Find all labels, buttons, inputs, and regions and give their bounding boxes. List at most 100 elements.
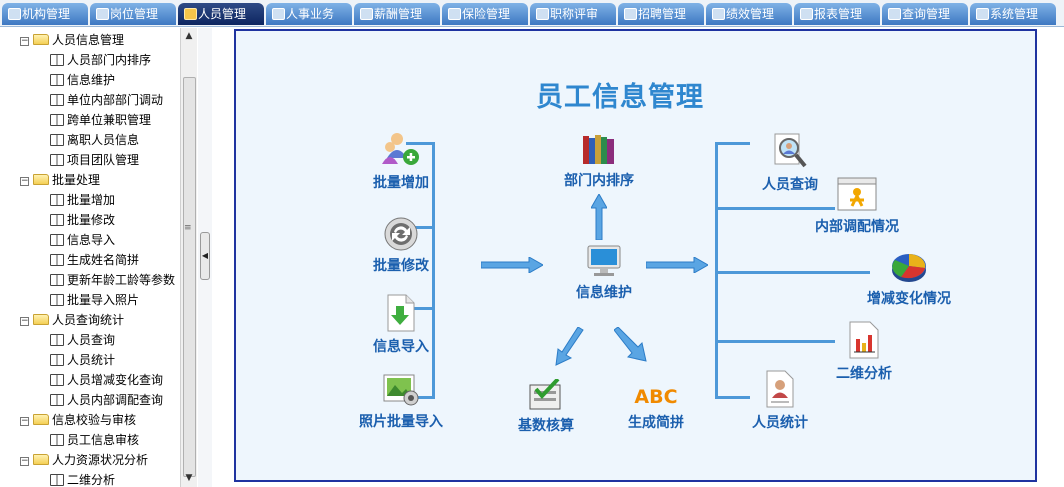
tree-item[interactable]: 单位内部部门调动 [50, 90, 163, 110]
tree-item-label: 项目团队管理 [67, 153, 140, 167]
batch-modify-button[interactable]: 批量修改 [351, 217, 451, 275]
tree-group-personnel-info[interactable]: −人员信息管理 [20, 30, 124, 50]
tree-item[interactable]: 项目团队管理 [50, 150, 139, 170]
report-icon [800, 8, 813, 20]
folder-icon [33, 314, 49, 325]
tree-item-label: 批量导入照片 [67, 293, 140, 307]
tab-insurance-management[interactable]: 保险管理 [442, 3, 528, 25]
increase-decrease-button[interactable]: 增减变化情况 [854, 250, 964, 308]
tree-item[interactable]: 离职人员信息 [50, 130, 139, 150]
tab-label: 系统管理 [990, 7, 1039, 21]
internal-transfer-button[interactable]: 内部调配情况 [806, 176, 908, 236]
connector-line [432, 142, 435, 399]
info-import-button[interactable]: 信息导入 [351, 294, 451, 356]
tree-item-label: 员工信息审核 [67, 433, 140, 447]
book-icon [50, 274, 64, 286]
tree-item-label: 更新年龄工龄等参数 [67, 273, 176, 287]
settings-icon [976, 8, 989, 20]
generate-pinyin-button[interactable]: ABC 生成简拼 [621, 386, 691, 432]
tab-salary-management[interactable]: 薪酬管理 [354, 3, 440, 25]
tree-item[interactable]: 人员部门内排序 [50, 50, 151, 70]
book-icon [50, 154, 64, 166]
tree-item[interactable]: 生成姓名简拼 [50, 250, 139, 270]
tree-item-label: 批量修改 [67, 213, 116, 227]
item-label: 批量修改 [373, 258, 429, 274]
navigation-tree: −人员信息管理 人员部门内排序 信息维护 单位内部部门调动 跨单位兼职管理 离职… [0, 28, 197, 487]
connector-line [406, 307, 434, 310]
connector-line [406, 396, 434, 399]
tree-item[interactable]: 批量增加 [50, 190, 115, 210]
tab-label: 机构管理 [22, 7, 71, 21]
tree-group-verification[interactable]: −信息校验与审核 [20, 410, 136, 430]
tree-item[interactable]: 人员内部调配查询 [50, 390, 163, 410]
folder-icon [33, 454, 49, 465]
batch-add-button[interactable]: 批量增加 [351, 130, 451, 192]
book-icon [50, 334, 64, 346]
collapse-sidebar-handle[interactable]: ◀ [200, 232, 210, 280]
scrollbar-thumb[interactable] [183, 77, 196, 477]
collapse-icon[interactable]: − [20, 176, 29, 186]
scroll-down-icon[interactable]: ▼ [185, 473, 193, 483]
grip-icon: ≡ [184, 223, 192, 233]
folder-icon [448, 8, 461, 20]
scroll-up-icon[interactable]: ▲ [185, 31, 193, 41]
bar-chart-document-icon [849, 321, 879, 359]
tree-item[interactable]: 信息导入 [50, 230, 115, 250]
tree-group-hr-analysis[interactable]: −人力资源状况分析 [20, 450, 148, 470]
organization-icon [8, 8, 21, 20]
connector-line [406, 226, 434, 229]
tree-item[interactable]: 人员统计 [50, 350, 115, 370]
personnel-statistics-button[interactable]: 人员统计 [736, 370, 824, 432]
info-maintenance-button[interactable]: 信息维护 [561, 244, 647, 302]
tab-hr-business[interactable]: 人事业务 [266, 3, 352, 25]
tab-org-management[interactable]: 机构管理 [2, 3, 88, 25]
tree-item[interactable]: 二维分析 [50, 470, 115, 487]
two-dim-analysis-button[interactable]: 二维分析 [824, 321, 904, 383]
tab-label: 报表管理 [814, 7, 863, 21]
tab-position-management[interactable]: 岗位管理 [90, 3, 176, 25]
book-icon [50, 54, 64, 66]
checklist-icon [529, 379, 561, 410]
tree-item[interactable]: 信息维护 [50, 70, 115, 90]
dept-sort-button[interactable]: 部门内排序 [551, 134, 647, 190]
monitor-icon [587, 245, 621, 276]
personnel-query-button[interactable]: 人员查询 [746, 132, 834, 194]
item-label: 人员查询 [762, 177, 818, 193]
profile-document-icon [766, 370, 794, 408]
tree-scrollbar[interactable]: ▲ ≡ ▼ [180, 28, 197, 487]
book-icon [50, 354, 64, 366]
tree-item[interactable]: 更新年龄工龄等参数 [50, 270, 175, 290]
photo-batch-import-button[interactable]: 照片批量导入 [346, 371, 456, 431]
pencil-icon [96, 8, 109, 20]
collapse-icon[interactable]: − [20, 416, 29, 426]
tab-title-review[interactable]: 职称评审 [530, 3, 616, 25]
item-label: 基数核算 [518, 418, 574, 434]
main-panel: 员工信息管理 批量增加 [234, 29, 1037, 482]
tree-item-label: 跨单位兼职管理 [67, 113, 152, 127]
collapse-icon[interactable]: − [20, 316, 29, 326]
tree-item-label: 人员部门内排序 [67, 53, 152, 67]
tree-item[interactable]: 跨单位兼职管理 [50, 110, 151, 130]
collapse-icon[interactable]: − [20, 456, 29, 466]
collapse-icon[interactable]: − [20, 36, 29, 46]
tree-item[interactable]: 批量导入照片 [50, 290, 139, 310]
tab-recruitment-management[interactable]: 招聘管理 [618, 3, 704, 25]
tab-report-management[interactable]: 报表管理 [794, 3, 880, 25]
tree-group-batch[interactable]: −批量处理 [20, 170, 100, 190]
connector-line [715, 207, 835, 210]
item-label: 部门内排序 [564, 173, 634, 189]
tree-item[interactable]: 人员增减变化查询 [50, 370, 163, 390]
tree-group-query-stats[interactable]: −人员查询统计 [20, 310, 124, 330]
tab-system-management[interactable]: 系统管理 [970, 3, 1056, 25]
tab-personnel-management[interactable]: 人员管理 [178, 3, 264, 25]
connector-line [715, 142, 750, 145]
tree-item[interactable]: 人员查询 [50, 330, 115, 350]
folder-icon [536, 8, 549, 20]
tree-item[interactable]: 员工信息审核 [50, 430, 139, 450]
tab-query-management[interactable]: 查询管理 [882, 3, 968, 25]
base-accounting-button[interactable]: 基数核算 [506, 379, 586, 435]
tab-performance-management[interactable]: 绩效管理 [706, 3, 792, 25]
tree-item-label: 人员内部调配查询 [67, 393, 164, 407]
tree-item[interactable]: 批量修改 [50, 210, 115, 230]
book-icon [50, 474, 64, 486]
